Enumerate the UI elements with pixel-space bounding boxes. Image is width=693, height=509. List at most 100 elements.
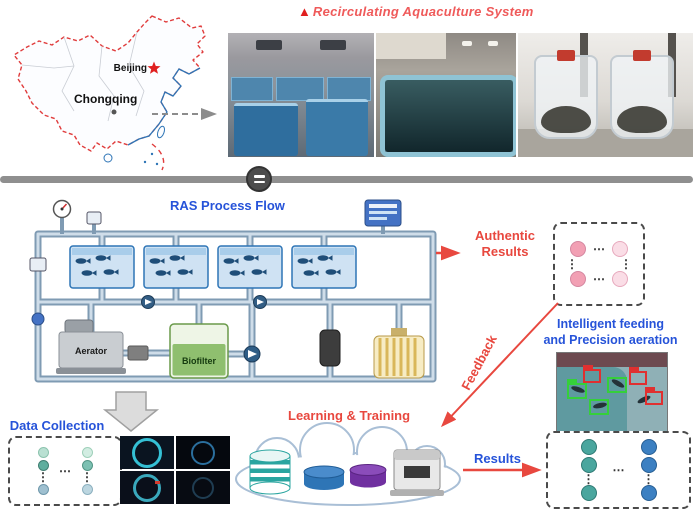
back-tank xyxy=(327,77,371,101)
detection-box-red xyxy=(583,365,601,383)
chongqing-dot xyxy=(111,109,117,115)
process-flow-label: RAS Process Flow xyxy=(170,198,285,213)
map-label-beijing: Beijing xyxy=(114,63,147,74)
node-circle xyxy=(580,456,597,473)
node-circle xyxy=(640,438,657,455)
marker-dot xyxy=(155,481,160,484)
ellipsis-vertical: ⋮ xyxy=(582,471,595,486)
beijing-star-icon xyxy=(147,61,161,74)
detection-label-tag xyxy=(567,379,577,383)
data-collection-box: ⋮ ⋯ ⋮ xyxy=(8,436,122,506)
aerator-label: Aerator xyxy=(75,346,108,356)
ceiling-lamp xyxy=(488,41,498,46)
detection-box-red xyxy=(645,387,663,405)
fish-detection-image xyxy=(556,352,668,432)
network-row: ⋯ xyxy=(570,240,628,257)
results-label: Results xyxy=(474,451,521,466)
network-column: ⋮ xyxy=(640,438,657,502)
node-circle xyxy=(612,271,628,288)
hainan-island xyxy=(103,153,113,163)
node-circle xyxy=(81,460,93,472)
node-circle xyxy=(37,483,49,495)
detection-box-green xyxy=(607,377,627,393)
node-circle xyxy=(570,271,586,288)
node-circle xyxy=(580,438,597,455)
china-map-svg: Beijing Chongqing xyxy=(13,15,206,171)
node-circle xyxy=(570,240,586,257)
ellipsis-vertical: ⋮ xyxy=(37,470,49,485)
detection-box-green xyxy=(567,379,587,399)
fish-tanks xyxy=(69,245,357,289)
ellipsis-vertical: ⋮ xyxy=(81,470,93,485)
circulation-pumps xyxy=(141,295,267,309)
network-column: ⋮ xyxy=(580,438,597,502)
blue-disk-icon xyxy=(303,465,345,490)
detection-box-red xyxy=(629,367,647,385)
learning-training-label: Learning & Training xyxy=(288,408,411,423)
tank-ring xyxy=(132,437,162,468)
process-flow-diagram: Aerator Biofilter xyxy=(29,199,437,383)
map-label-chongqing: Chongqing xyxy=(74,92,137,106)
left-pump xyxy=(31,312,45,326)
acoustic-image xyxy=(120,471,174,504)
pool-water xyxy=(385,80,513,152)
detection-top-strip xyxy=(557,353,667,367)
tank-ring xyxy=(191,440,215,465)
tank-ring xyxy=(192,476,214,499)
china-map: Beijing Chongqing xyxy=(4,6,236,171)
authentic-line2: Results xyxy=(481,244,529,260)
acoustic-image xyxy=(176,436,230,469)
pressure-gauge xyxy=(52,199,72,234)
learning-cloud xyxy=(235,422,461,506)
knob-bar xyxy=(253,180,265,183)
window-light xyxy=(376,33,446,59)
tank-ring xyxy=(133,473,161,502)
node-circle xyxy=(37,447,49,459)
ceiling-vent xyxy=(256,40,282,50)
title-text: Recirculating Aquaculture System xyxy=(312,4,534,19)
biofilter-label: Biofilter xyxy=(182,356,216,366)
section-divider xyxy=(0,176,693,183)
striped-cylinder-icon xyxy=(249,449,291,495)
intelligent-line2: and Precision aeration xyxy=(543,332,678,347)
biofilter-unit: Biofilter xyxy=(169,323,229,379)
photo-fish-bags xyxy=(518,33,693,157)
sensor-box xyxy=(86,211,102,234)
acoustic-images-grid xyxy=(120,436,230,504)
degasser-unit xyxy=(319,329,341,367)
data-collection-label: Data Collection xyxy=(9,418,105,433)
node-circle xyxy=(37,460,49,472)
network-row: ⋮ ⋮ xyxy=(566,258,632,271)
detection-label-tag xyxy=(583,365,593,369)
photo-large-pool xyxy=(376,33,516,157)
authentic-results-label: Authentic Results xyxy=(462,228,548,261)
figure-title: ▲Recirculating Aquaculture System xyxy=(298,4,534,19)
detection-label-tag xyxy=(645,387,655,391)
fish-in-bag xyxy=(541,106,591,133)
intelligent-line1: Intelligent feeding xyxy=(557,317,664,331)
acoustic-image xyxy=(120,436,174,469)
nine-dash-line xyxy=(151,143,165,171)
detection-box-green xyxy=(589,399,609,415)
node-circle xyxy=(612,240,628,257)
edge-machine-icon xyxy=(390,449,444,496)
fish-bag xyxy=(534,50,598,139)
detection-label-tag xyxy=(629,367,639,371)
coastline xyxy=(127,67,201,146)
ellipsis-horizontal: ⋯ xyxy=(593,272,605,287)
china-outline xyxy=(13,15,206,152)
divider-equals-icon xyxy=(246,166,272,192)
ceiling-vent xyxy=(320,40,346,50)
results-box: ⋮ ⋯ ⋮ xyxy=(546,431,691,509)
photo-indoor-tanks xyxy=(228,33,374,157)
photo-strip xyxy=(228,33,693,157)
return-pump xyxy=(243,345,261,363)
back-tank xyxy=(276,77,324,101)
taiwan-island xyxy=(157,125,165,139)
ellipsis-horizontal: ⋯ xyxy=(593,241,605,256)
fish-in-bag xyxy=(617,106,667,133)
island-dots xyxy=(143,152,159,166)
flow-meter xyxy=(29,257,47,272)
authentic-line1: Authentic xyxy=(475,228,535,243)
